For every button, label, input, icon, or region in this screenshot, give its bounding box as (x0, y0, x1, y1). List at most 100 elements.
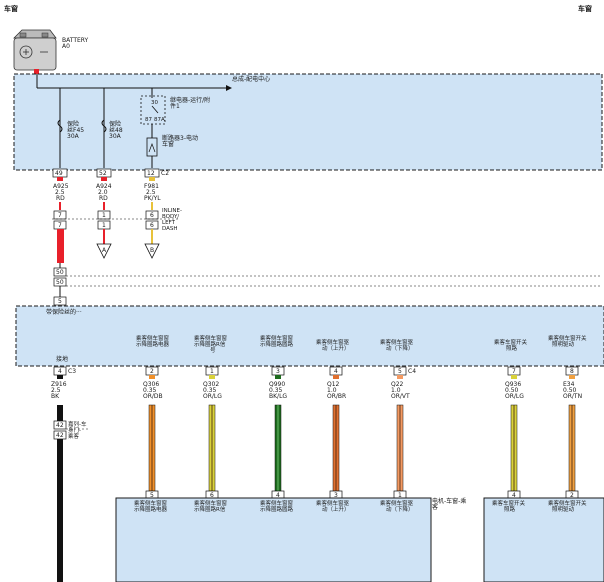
ground-inline-pin-a: 42 (56, 422, 64, 429)
motor-module-title-line2: 客 (432, 503, 438, 511)
fuse-f45-line2: 丝F45 (67, 126, 84, 134)
inline-label-line2: BODY/ (162, 214, 179, 220)
ground-label: 接地 (56, 355, 68, 363)
motor-func-0-line1: 乘客侧车窗窗 (134, 499, 168, 507)
module-pin-6: 4 (512, 492, 516, 499)
battery-sub: A0 (62, 43, 70, 50)
pin-49: 49 (55, 170, 63, 177)
bottom-pin-0: 4 (58, 368, 62, 375)
wire-f981-color: PK/YL (144, 195, 161, 202)
motor-func-3-line2: 动（上升） (322, 505, 350, 513)
bottom-wire-stub-0 (57, 375, 63, 379)
offpage-label-a: A (102, 247, 107, 254)
connector-c2: C2 (161, 170, 169, 177)
fuse-48-icon (101, 119, 107, 133)
fused-module-title: 带保险丝的··· (46, 308, 82, 316)
bottom-wire-6-label-2: OR/LG (505, 393, 524, 400)
offpage-label-b: B (150, 247, 154, 254)
header-right-title: 车窗 (578, 4, 592, 13)
breaker-label-line1: 断路器3-电动 (162, 134, 198, 142)
module-pin-1: 5 (150, 492, 154, 499)
wire-f981-code: F981 (144, 183, 159, 190)
bottom-wire-stub-4 (333, 375, 339, 379)
bottom-wire-3-label-2: BK/LG (269, 393, 287, 400)
header-left-title: 车窗 (4, 4, 18, 13)
fused-module-panel (15, 305, 604, 367)
bottom-pin-2: 1 (210, 368, 214, 375)
module-pin-7: 2 (570, 492, 574, 499)
bottom-pin-5: 5 (398, 368, 402, 375)
module-pin-5: 1 (398, 492, 402, 499)
wire-a924-color: RD (99, 195, 108, 202)
switch-func-1-line2: 照明驱动 (552, 506, 575, 513)
bottom-wire-stub-2 (209, 375, 215, 379)
inline-pin-6: 6 (150, 212, 154, 219)
offpage-arrow-a (96, 243, 112, 259)
splice-pin-50b: 50 (56, 279, 64, 286)
bottom-wire-4-label-1: 1.0 (327, 387, 337, 394)
bottom-wire-5-label-1: 1.0 (391, 387, 401, 394)
bottom-pin-4: 4 (334, 368, 338, 375)
switch-module-panel (483, 497, 604, 582)
motor-func-2-line1: 乘客侧车窗窗 (260, 499, 294, 507)
wire-a924-gauge: 2.0 (98, 189, 108, 196)
switch-module-functions: 乘客车窗开关 照路 乘客侧车窗开关 照明驱动 (492, 499, 587, 513)
fuse-48-rating: 30A (109, 133, 122, 140)
motor-func-0-line2: 示降圈路电器 (134, 505, 168, 513)
bottom-wire-1-label-1: 0.35 (143, 387, 157, 394)
ground-inline-pin-b: 42 (56, 432, 64, 439)
bottom-wire-stub-6 (511, 375, 517, 379)
offpage-arrow-b (144, 243, 160, 259)
bottom-wire-7-label-1: 0.50 (563, 387, 577, 394)
bottom-wire-0-label-2: BK (51, 393, 60, 400)
func-5-line2: 照路 (506, 344, 518, 352)
motor-module-panel (115, 497, 432, 582)
switch-func-0-line2: 照路 (504, 505, 516, 513)
motor-func-1-line1: 乘客侧车窗窗 (194, 499, 228, 507)
pin-52: 52 (99, 170, 107, 177)
inline-pin-7b: 7 (58, 222, 62, 229)
wire-f981-gauge: 2.5 (146, 189, 156, 196)
bottom-wires: 4Z9162.5BK2Q3060.35OR/DB51Q3020.35OR/LG6… (51, 366, 582, 500)
ground-inline-line1: 嘉列-车 (68, 420, 87, 428)
bottom-wire-stub-7 (569, 375, 575, 379)
ground-wire-top (57, 405, 63, 421)
func-4-line2: 动（下降） (386, 344, 414, 352)
splice-pin-50a: 50 (56, 269, 64, 276)
switch-func-1-line1: 乘客侧车窗开关 (548, 499, 587, 507)
bottom-wire-2-label-2: OR/LG (203, 393, 222, 400)
bottom-wire-1-label-2: OR/DB (143, 393, 163, 400)
bottom-wire-6-label-0: Q936 (505, 381, 521, 388)
bottom-pin-6: 7 (512, 368, 516, 375)
splice-pin-5: 5 (58, 298, 62, 305)
bottom-wire-2-label-1: 0.35 (203, 387, 217, 394)
inline-pin-1: 1 (102, 212, 106, 219)
bottom-wire-1-label-0: Q306 (143, 381, 159, 388)
func-5-line1: 乘客车窗开关 (494, 338, 528, 346)
motor-func-4-line2: 动（下降） (386, 505, 414, 513)
func-1-line3: 号 (210, 347, 216, 354)
ground-inline-line2: 身门- (68, 426, 81, 434)
fuse-f45-line1: 保险 (67, 120, 79, 128)
bottom-wire-stub-3 (275, 375, 281, 379)
bottom-wire-3-label-1: 0.35 (269, 387, 283, 394)
bottom-wire-5-label-2: OR/VT (391, 393, 410, 400)
distribution-center-title: 总成-配电中心 (232, 75, 270, 83)
func-2-line2: 示降圈路圆路 (260, 340, 294, 348)
inline-label-line4: DASH (162, 226, 178, 232)
bottom-wire-stub-1 (149, 375, 155, 379)
func-1-line2: 示降圈路R信 (194, 340, 226, 348)
switch-func-0-line1: 乘客车窗开关 (492, 499, 526, 507)
func-0-line1: 乘客侧车窗窗 (136, 334, 170, 342)
motor-module-title-line1: 电机-车窗-乘 (432, 497, 466, 505)
ground-wire (57, 439, 63, 582)
func-1-line1: 乘客侧车窗窗 (194, 334, 228, 342)
bottom-wire-6-label-1: 0.50 (505, 387, 519, 394)
func-3-line1: 乘客侧车窗驱 (316, 338, 350, 346)
ground-inline-line3: 乘客 (68, 432, 80, 440)
fuse-48-line1: 保险 (109, 120, 121, 128)
wire-a924-code: A924 (96, 183, 112, 190)
func-2-line1: 乘客侧车窗窗 (260, 334, 294, 342)
motor-module-functions: 乘客侧车窗窗 示降圈路电器 乘客侧车窗窗 示降圈路R信 乘客侧车窗窗 示降圈路圆… (134, 499, 414, 513)
